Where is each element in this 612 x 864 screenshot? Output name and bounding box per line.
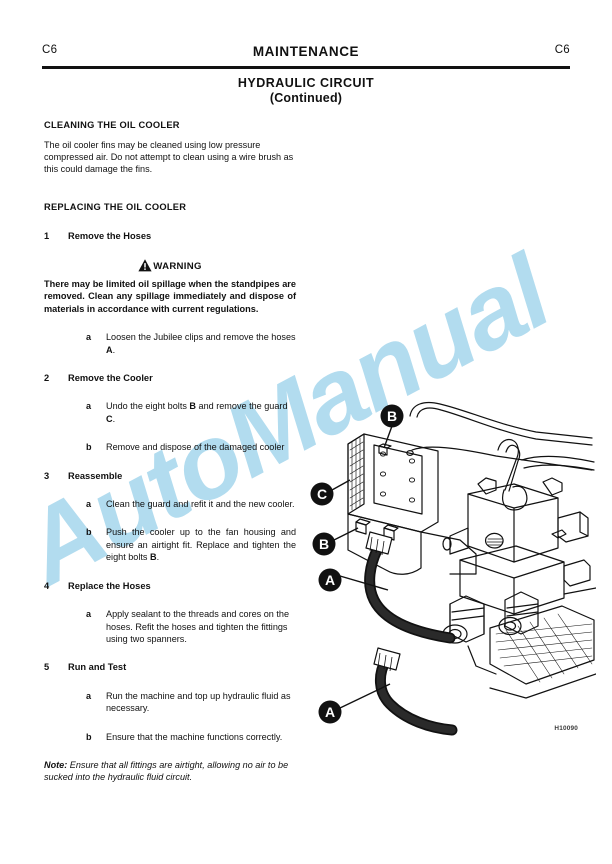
svg-text:A: A — [325, 572, 335, 588]
substep-1a-ref: A — [106, 344, 113, 355]
substep-1a: a Loosen the Jubilee clips and remove the… — [44, 331, 296, 356]
cleaning-paragraph: The oil cooler fins may be cleaned using… — [44, 140, 294, 175]
warning-block: WARNING There may be limited oil spillag… — [44, 258, 296, 315]
substep-3a-text: Clean the guard and refit it and the new… — [106, 499, 295, 510]
substep-4a-text: Apply sealant to the threads and cores o… — [106, 609, 290, 644]
substep-2a-letter: a — [86, 401, 92, 412]
substep-1a-letter: a — [86, 332, 92, 343]
step-2-number: 2 — [44, 373, 50, 384]
substep-2b: b Remove and dispose of the damaged coole… — [44, 441, 296, 453]
substep-3b-text: Push the cooler up to the fan housing an… — [106, 527, 296, 563]
svg-text:C: C — [317, 486, 327, 502]
body-column: CLEANING THE OIL COOLER The oil cooler f… — [44, 120, 296, 784]
warning-triangle-icon — [138, 259, 152, 275]
step-5: 5 Run and Test — [44, 661, 296, 673]
substep-3b-letter: b — [86, 527, 92, 538]
page-header: C6 MAINTENANCE C6 — [42, 44, 570, 69]
substep-5b: b Ensure that the machine functions corre… — [44, 731, 296, 743]
substep-2a: a Undo the eight bolts B and remove the g… — [44, 400, 296, 425]
page-title-main: HYDRAULIC CIRCUIT — [237, 76, 375, 90]
warning-heading: WARNING — [44, 258, 296, 275]
section-heading-replacing: REPLACING THE OIL COOLER — [44, 201, 187, 212]
step-4: 4 Replace the Hoses — [44, 580, 296, 592]
header-title: MAINTENANCE — [252, 44, 360, 59]
figure-reference: H10090 — [554, 725, 578, 732]
substep-5a-text: Run the machine and top up hydraulic flu… — [106, 690, 291, 714]
substep-5b-text: Ensure that the machine functions correc… — [106, 731, 283, 742]
substep-2b-text: Remove and dispose of the damaged cooler — [106, 442, 285, 453]
note-text: Ensure that all fittings are airtight, a… — [44, 759, 289, 783]
substep-2a-ref-b: B — [189, 401, 196, 412]
step-3-title: Reassemble — [68, 470, 123, 481]
page-title-sub: (Continued) — [269, 91, 343, 105]
substep-4a-letter: a — [86, 609, 92, 620]
substep-2a-text: Undo the eight bolts — [106, 401, 190, 412]
substep-5a: a Run the machine and top up hydraulic fl… — [44, 690, 296, 715]
step-4-title: Replace the Hoses — [68, 580, 151, 591]
step-2: 2 Remove the Cooler — [44, 372, 296, 384]
step-4-number: 4 — [44, 580, 50, 591]
substep-2b-letter: b — [86, 442, 92, 453]
substep-3b: b Push the cooler up to the fan housing a… — [44, 526, 296, 563]
header-section-code-right: C6 — [554, 44, 570, 56]
step-1: 1 Remove the Hoses — [44, 230, 296, 242]
note-label: Note: — [44, 759, 68, 770]
section-heading-cleaning: CLEANING THE OIL COOLER — [44, 120, 180, 130]
substep-2a-ref-c: C — [106, 413, 113, 424]
step-1-title: Remove the Hoses — [68, 230, 152, 241]
substep-5a-letter: a — [86, 690, 92, 701]
substep-3a-letter: a — [86, 499, 92, 510]
step-2-title: Remove the Cooler — [68, 373, 153, 384]
substep-2a-text-mid: and remove the guard — [196, 401, 288, 412]
step-1-number: 1 — [44, 230, 50, 241]
warning-text: There may be limited oil spillage when t… — [44, 279, 296, 314]
header-section-code-left: C6 — [42, 44, 58, 56]
step-5-title: Run and Test — [68, 662, 127, 673]
substep-4a: a Apply sealant to the threads and cores … — [44, 608, 296, 645]
note-block: Note: Ensure that all fittings are airti… — [44, 759, 296, 784]
step-3-number: 3 — [44, 470, 50, 481]
substep-3b-ref: B — [149, 552, 157, 563]
substep-5b-letter: b — [86, 731, 92, 742]
substep-3a: a Clean the guard and refit it and the ne… — [44, 498, 296, 510]
svg-text:B: B — [387, 408, 397, 424]
substep-1a-text: Loosen the Jubilee clips and remove the … — [106, 332, 296, 343]
oil-cooler-illustration: B C B A A H10090 — [300, 398, 596, 738]
svg-text:A: A — [325, 704, 335, 720]
substep-1a-text-end: . — [112, 344, 116, 355]
step-3: 3 Reassemble — [44, 470, 296, 482]
svg-text:B: B — [319, 536, 329, 552]
page-title: HYDRAULIC CIRCUIT (Continued) — [42, 76, 570, 106]
step-5-number: 5 — [44, 662, 50, 673]
header-rule — [42, 66, 570, 69]
warning-label: WARNING — [153, 261, 202, 273]
substep-2a-text-end: . — [112, 413, 116, 424]
substep-3b-text-end: . — [156, 552, 160, 563]
